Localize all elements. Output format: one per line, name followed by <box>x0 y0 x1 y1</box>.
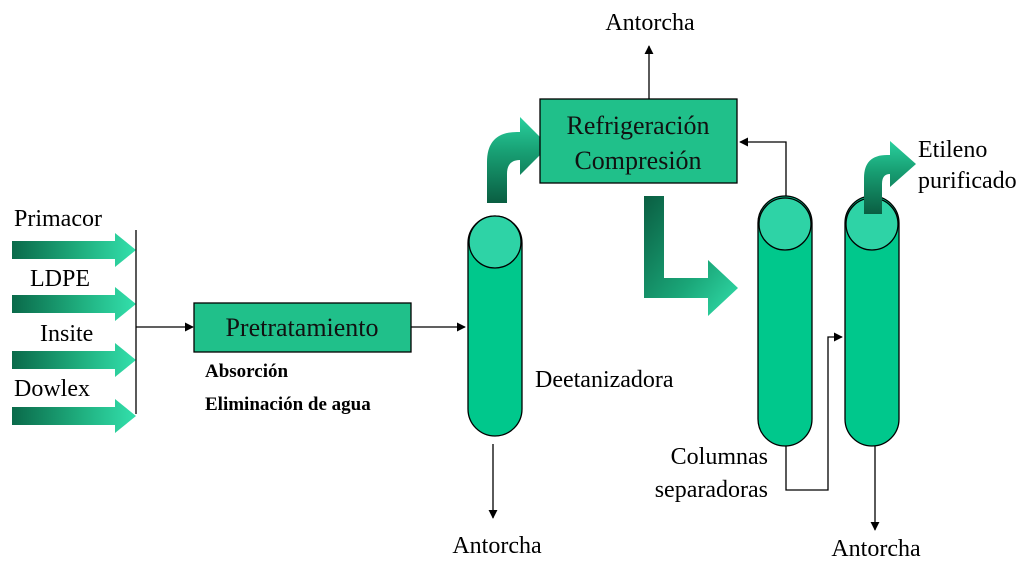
pretreatment-label: Pretratamiento <box>225 313 378 342</box>
feed-label-dowlex: Dowlex <box>14 376 90 402</box>
feed-arrow-dowlex <box>12 399 136 433</box>
pretreatment-sub-water-removal: Eliminación de agua <box>205 394 371 415</box>
separator-column-1-top <box>758 197 812 251</box>
flare-label-top: Antorcha <box>605 10 695 36</box>
feed-label-insite: Insite <box>40 321 93 347</box>
feed-label-ldpe: LDPE <box>30 266 90 292</box>
separator-column-2 <box>844 195 900 447</box>
compression-label: Compresión <box>574 146 701 175</box>
deethanizer-label: Deetanizadora <box>535 367 674 393</box>
flare-label-deethanizer: Antorcha <box>452 533 542 559</box>
refrigeration-to-column1-arrow <box>644 196 738 316</box>
columns-label-line2: separadoras <box>655 477 768 503</box>
refrigeration-label: Refrigeración <box>567 111 710 140</box>
pretreatment-box <box>193 302 412 353</box>
product-label-line2: purificado <box>918 168 1017 194</box>
column1-to-refrigeration-line <box>739 137 787 196</box>
separator-column-1 <box>757 195 813 447</box>
feed-arrow-insite <box>12 343 136 377</box>
feed-arrows <box>12 233 136 433</box>
product-label-line1: Etileno <box>918 137 987 163</box>
pretreatment-sub-absorption: Absorción <box>205 361 288 382</box>
flare-label-right: Antorcha <box>831 536 921 561</box>
feed-arrow-ldpe <box>12 287 136 321</box>
feed-label-primacor: Primacor <box>14 206 102 232</box>
deethanizer-to-refrigeration-arrow <box>487 117 549 203</box>
deethanizer-top <box>468 215 522 269</box>
deethanizer-column <box>467 215 523 437</box>
refrigeration-compression-box <box>539 98 738 184</box>
column1-to-column2-line <box>785 332 843 491</box>
columns-label-line1: Columnas <box>671 444 768 470</box>
feed-arrow-primacor <box>12 233 136 267</box>
product-arrow <box>864 141 916 214</box>
